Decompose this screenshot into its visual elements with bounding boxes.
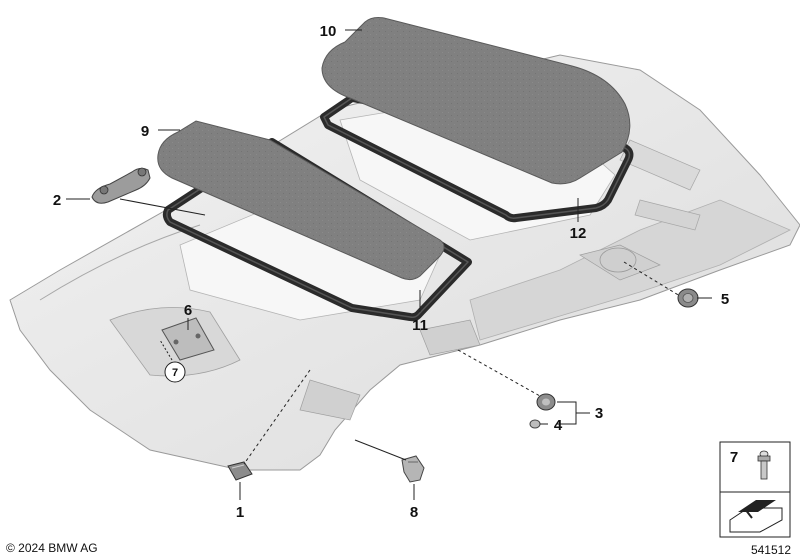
legend-box: 7	[719, 441, 791, 538]
part-8-trim-bracket	[401, 455, 425, 483]
part-6-bracket	[161, 317, 215, 361]
callout-4: 4	[554, 417, 563, 434]
document-number: 541512	[750, 543, 791, 557]
callout-7: 7	[172, 367, 178, 379]
callout-9: 9	[141, 123, 149, 140]
callout-3: 3	[595, 405, 603, 422]
callout-5: 5	[721, 291, 729, 308]
part-1-clip	[227, 461, 253, 481]
part-4-cap	[529, 419, 541, 429]
callout-2: 2	[53, 192, 61, 209]
part-9-front-sunshade-panel	[157, 120, 445, 281]
rivet-icon	[757, 450, 771, 480]
part-2-grab-handle	[91, 167, 151, 204]
part-12-rear-panel-frame	[320, 94, 634, 223]
callout-1: 1	[236, 504, 244, 521]
part-5-grommet	[677, 288, 699, 308]
part-10-rear-sunshade-panel	[321, 17, 631, 185]
callouts: 1 2 3 4 5 6 7 8 9 10 11 12	[53, 23, 729, 521]
callout-8: 8	[410, 504, 418, 521]
callout-11: 11	[412, 317, 428, 334]
part-3-fixture	[536, 393, 556, 411]
callout-6: 6	[184, 302, 192, 319]
callout-7-circle	[164, 361, 186, 383]
copyright-text: © 2024 BMW AG	[6, 541, 98, 555]
callout-12: 12	[570, 225, 587, 242]
part-11-front-panel-frame	[162, 138, 472, 322]
assembly-arrow-icon	[729, 500, 783, 533]
leader-lines	[66, 29, 712, 500]
callout-10: 10	[320, 23, 337, 40]
legend-number: 7	[730, 449, 738, 466]
